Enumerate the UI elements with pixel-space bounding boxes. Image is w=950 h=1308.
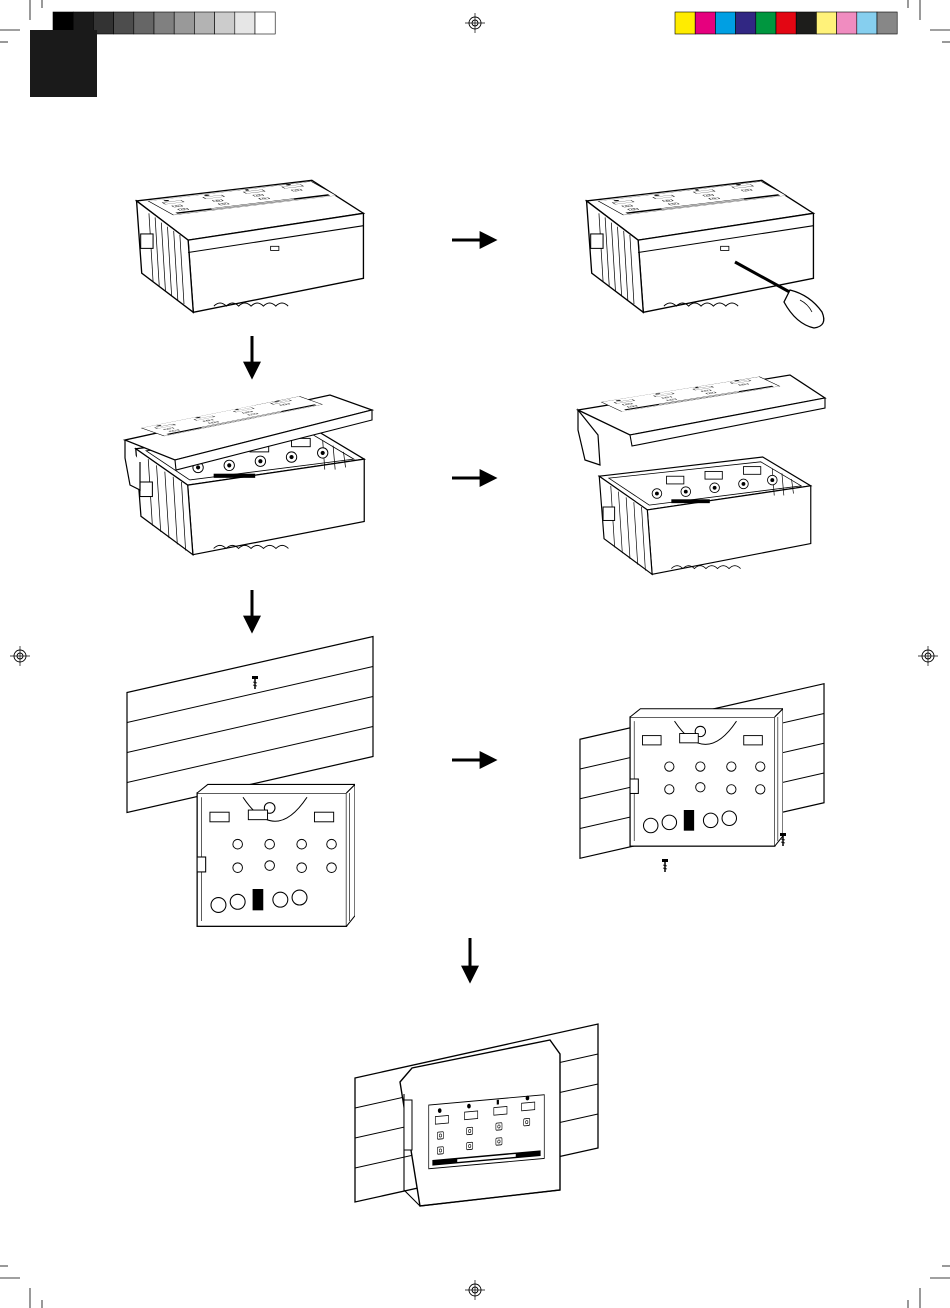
step-5-wall-and-base (127, 637, 373, 927)
grayscale-swatch (114, 12, 134, 34)
registration-mark-right (918, 646, 938, 666)
color-swatch (857, 12, 877, 34)
color-swatch (816, 12, 836, 34)
step-7-box-mounted (355, 1024, 598, 1206)
color-calibration-bar (675, 12, 897, 34)
registration-mark-bottom (465, 1280, 485, 1300)
color-swatch (675, 12, 695, 34)
step-1-closed-box (137, 180, 364, 312)
grayscale-swatch (235, 12, 255, 34)
step-4-lid-removed (578, 375, 825, 574)
registration-mark-left (10, 646, 30, 666)
grayscale-swatch (134, 12, 154, 34)
grayscale-swatch (255, 12, 275, 34)
lid-detached (578, 375, 825, 465)
color-swatch (715, 12, 735, 34)
step-2-screwdriver-release (587, 180, 824, 328)
corner-tab (30, 30, 97, 97)
step-6-base-on-wall (580, 684, 824, 872)
color-swatch (837, 12, 857, 34)
color-swatch (756, 12, 776, 34)
screw-icon-right (780, 833, 786, 846)
registration-mark-top (465, 13, 485, 33)
color-swatch (796, 12, 816, 34)
grayscale-swatch (194, 12, 214, 34)
color-swatch (736, 12, 756, 34)
color-swatch (695, 12, 715, 34)
color-swatch (877, 12, 897, 34)
screw-icon-left (662, 859, 668, 872)
color-swatch (776, 12, 796, 34)
grayscale-swatch (215, 12, 235, 34)
step-3-lid-open (125, 395, 372, 555)
grayscale-swatch (154, 12, 174, 34)
grayscale-swatch (174, 12, 194, 34)
